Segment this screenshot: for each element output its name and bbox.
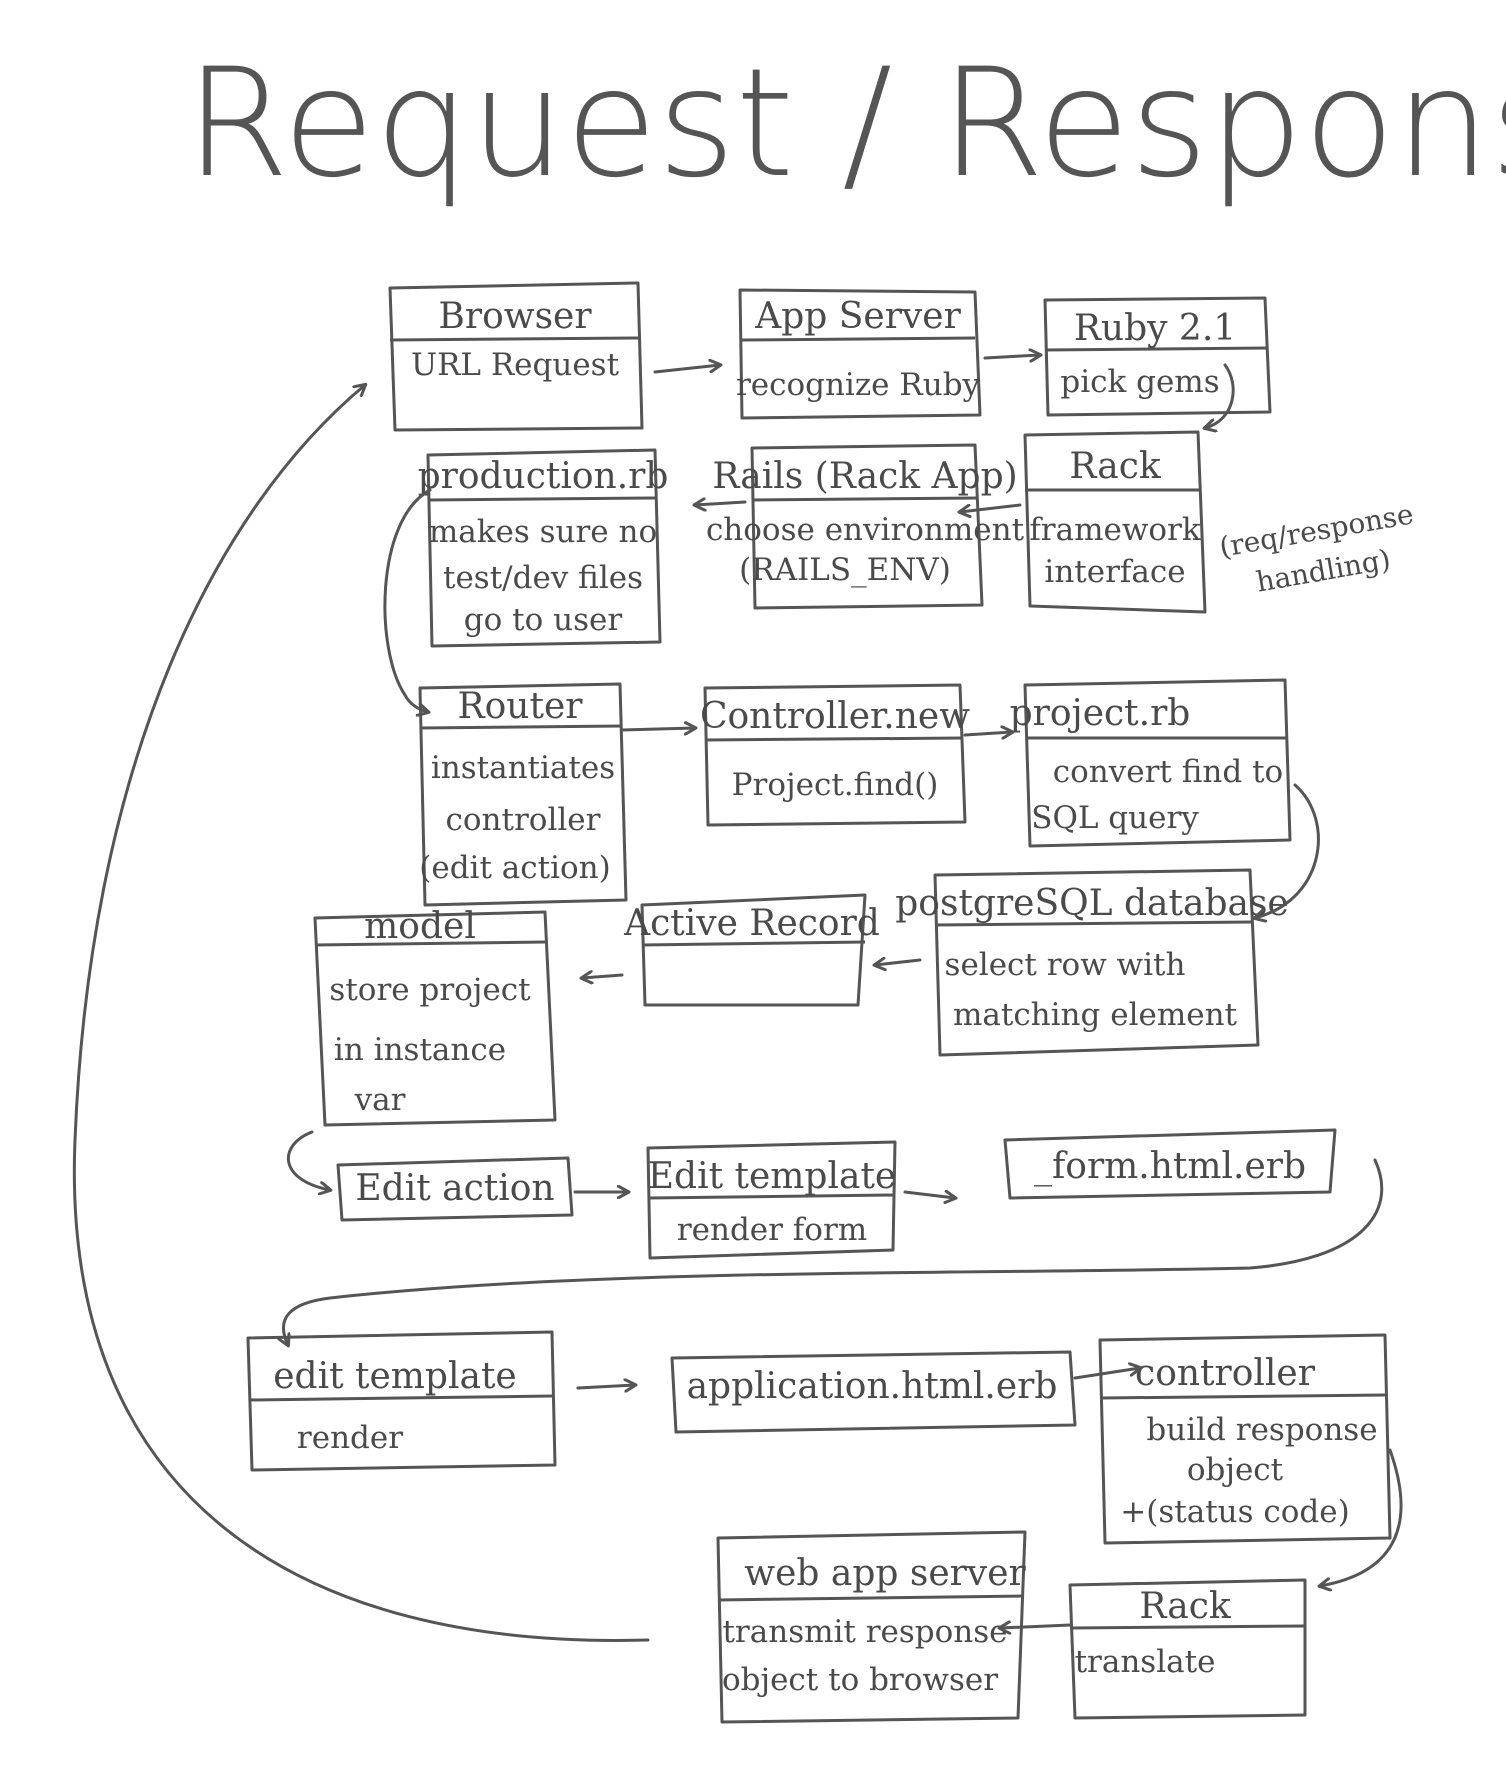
node-web-app-server: web app server transmit response object … bbox=[716, 1530, 1027, 1724]
node-postgres-line-1: select row with bbox=[945, 947, 1186, 983]
node-project-rb-title: project.rb bbox=[1010, 693, 1191, 734]
node-model-line-2: in instance bbox=[334, 1032, 506, 1068]
arrow-form-to-edit-template-2 bbox=[283, 1158, 1384, 1345]
node-postgres-title: postgreSQL database bbox=[895, 883, 1288, 924]
arrow-web-app-server-to-browser bbox=[72, 385, 650, 1642]
arrow-edit-template-1-to-form bbox=[903, 1192, 955, 1198]
node-app-server: App Server recognize Ruby bbox=[736, 288, 982, 420]
node-web-app-server-line-2: object to browser bbox=[722, 1662, 998, 1698]
arrow-production-to-router bbox=[383, 488, 432, 712]
node-web-app-server-title: web app server bbox=[744, 1553, 1026, 1594]
node-edit-action: Edit action bbox=[336, 1156, 574, 1222]
arrow-app-server-to-ruby bbox=[983, 355, 1040, 358]
node-model-line-1: store project bbox=[329, 972, 531, 1008]
arrow-model-to-edit-action bbox=[287, 1130, 330, 1190]
arrow-router-to-controller-new bbox=[620, 728, 695, 730]
node-edit-template-2-line-1: render bbox=[297, 1420, 403, 1456]
arrow-edit-template-2-to-application bbox=[576, 1385, 635, 1388]
arrow-application-to-controller-2 bbox=[1073, 1368, 1140, 1380]
node-router-title: Router bbox=[458, 686, 584, 727]
node-edit-template-2-title: edit template bbox=[273, 1356, 516, 1397]
node-router-line-3: (edit action) bbox=[419, 850, 610, 886]
node-rails-title: Rails (Rack App) bbox=[712, 456, 1017, 497]
node-controller-2-line-1: build response bbox=[1146, 1412, 1377, 1448]
node-rack-1-line-2: interface bbox=[1044, 554, 1185, 590]
node-project-rb-line-2: SQL query bbox=[1031, 800, 1199, 836]
arrow-rack-to-rails bbox=[960, 503, 1022, 512]
node-edit-template-2: edit template render bbox=[246, 1330, 557, 1472]
node-controller-new: Controller.new Project.find() bbox=[700, 683, 970, 827]
node-postgres: postgreSQL database select row with matc… bbox=[895, 868, 1289, 1057]
node-controller-2-line-3: +(status code) bbox=[1120, 1494, 1349, 1530]
node-production-line-3: go to user bbox=[464, 602, 623, 638]
arrow-rails-to-production bbox=[695, 502, 747, 505]
node-application-title: application.html.erb bbox=[687, 1366, 1058, 1407]
node-browser-title: Browser bbox=[438, 296, 592, 337]
node-controller-2-title: controller bbox=[1135, 1353, 1316, 1394]
node-rack-2-line-1: translate bbox=[1075, 1644, 1216, 1680]
node-edit-template-1-line-1: render form bbox=[677, 1212, 867, 1248]
node-production-line-2: test/dev files bbox=[443, 560, 643, 596]
arrow-controller-2-to-rack-2 bbox=[1320, 1448, 1403, 1586]
node-ruby-line-1: pick gems bbox=[1060, 364, 1219, 400]
arrow-rack-2-to-web-app-server bbox=[1000, 1625, 1072, 1628]
node-rack-2-title: Rack bbox=[1139, 1586, 1232, 1627]
node-rack-1: Rack framework interface bbox=[1023, 430, 1207, 614]
node-browser-line-1: URL Request bbox=[411, 347, 620, 383]
node-form: _form.html.erb bbox=[1003, 1128, 1337, 1200]
node-browser: Browser URL Request bbox=[388, 281, 644, 432]
arrow-browser-to-app-server bbox=[653, 365, 720, 374]
node-app-server-line-1: recognize Ruby bbox=[736, 367, 981, 403]
node-controller-2: controller build response object +(statu… bbox=[1098, 1333, 1392, 1545]
node-model: model store project in instance var bbox=[313, 906, 557, 1127]
node-production-title: production.rb bbox=[418, 456, 669, 497]
node-controller-new-line-1: Project.find() bbox=[732, 767, 939, 803]
arrow-ruby-to-rack bbox=[1205, 363, 1235, 428]
node-ruby-title: Ruby 2.1 bbox=[1074, 308, 1236, 349]
node-project-rb-line-1: convert find to bbox=[1053, 754, 1283, 790]
page-title: Request / Response bbox=[185, 37, 1506, 211]
node-rack-1-title: Rack bbox=[1069, 446, 1162, 487]
node-web-app-server-line-1: transmit response bbox=[722, 1614, 1007, 1650]
node-postgres-line-2: matching element bbox=[953, 997, 1238, 1033]
node-production-line-1: makes sure no bbox=[429, 514, 657, 550]
node-production: production.rb makes sure no test/dev fil… bbox=[418, 448, 669, 648]
node-edit-template-1-title: Edit template bbox=[648, 1156, 896, 1197]
node-edit-template-1: Edit template render form bbox=[646, 1140, 897, 1260]
node-router: Router instantiates controller (edit act… bbox=[418, 682, 628, 907]
node-rails-line-1: choose environment bbox=[706, 512, 1025, 548]
node-active-record: Active Record bbox=[623, 893, 880, 1007]
node-active-record-title: Active Record bbox=[623, 903, 880, 944]
node-application: application.html.erb bbox=[670, 1350, 1077, 1434]
node-form-title: _form.html.erb bbox=[1034, 1146, 1306, 1187]
arrow-postgres-to-active-record bbox=[875, 960, 922, 965]
node-model-title: model bbox=[364, 906, 476, 947]
node-controller-2-line-2: object bbox=[1187, 1452, 1284, 1488]
node-project-rb: project.rb convert find to SQL query bbox=[1010, 678, 1292, 848]
node-rails: Rails (Rack App) choose environment (RAI… bbox=[706, 443, 1025, 610]
node-model-line-3: var bbox=[354, 1082, 406, 1118]
arrow-project-rb-to-postgres bbox=[1255, 783, 1320, 918]
node-controller-new-title: Controller.new bbox=[700, 696, 970, 737]
arrow-active-record-to-model bbox=[582, 975, 624, 978]
node-rails-line-2: (RAILS_ENV) bbox=[739, 552, 951, 588]
node-ruby: Ruby 2.1 pick gems bbox=[1043, 296, 1272, 417]
node-router-line-1: instantiates bbox=[431, 750, 615, 786]
node-router-line-2: controller bbox=[446, 802, 601, 838]
node-app-server-title: App Server bbox=[754, 296, 961, 337]
arrow-controller-new-to-project-rb bbox=[963, 732, 1012, 735]
node-rack-2: Rack translate bbox=[1068, 1578, 1307, 1720]
node-rack-1-line-1: framework bbox=[1029, 512, 1201, 548]
node-edit-action-title: Edit action bbox=[355, 1168, 554, 1209]
